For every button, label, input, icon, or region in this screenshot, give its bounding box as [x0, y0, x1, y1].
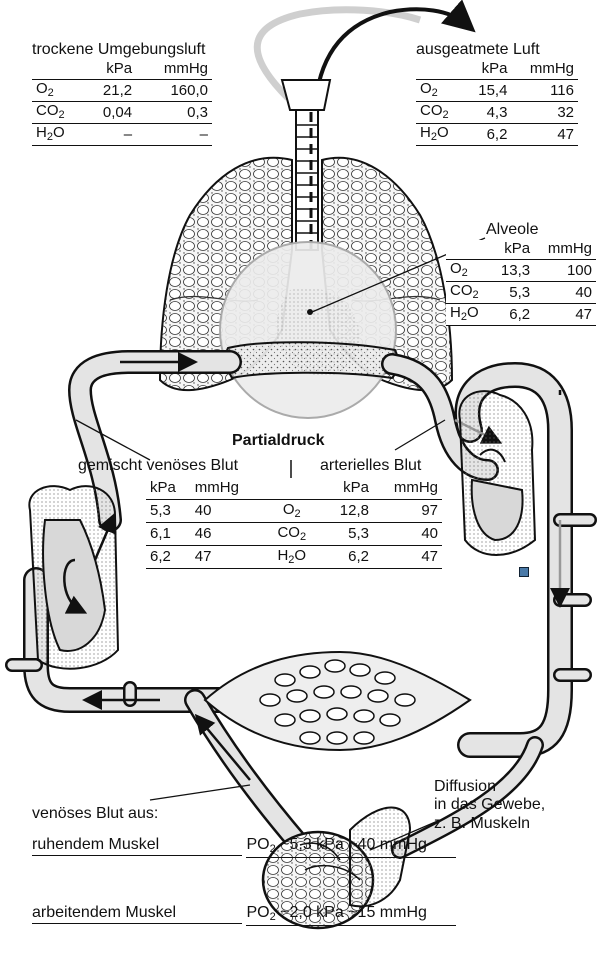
- venous-mmhg: 46: [191, 523, 260, 546]
- value-mmhg: 116: [511, 80, 578, 102]
- diffusion-line-2: in das Gewebe,: [434, 796, 545, 814]
- working-muscle-block: arbeitendem Muskel PO2 ~2,0 kPa ~15 mmHg: [32, 901, 456, 926]
- gas-co2: CO2: [446, 282, 490, 304]
- diffusion-line-1: Diffusion: [434, 778, 545, 796]
- value-kpa: 15,4: [464, 80, 511, 102]
- venous-blood-title: gemischt venöses Blut: [78, 458, 238, 474]
- gas-co2: CO2: [416, 102, 464, 124]
- unit-kpa: kPa: [324, 478, 373, 500]
- value-kpa: 6,2: [464, 124, 511, 146]
- gas-co2: CO2: [260, 523, 324, 546]
- alveole-title: Alveole: [446, 222, 596, 238]
- arterial-kpa: 12,8: [324, 500, 373, 523]
- diffusion-line-3: z. B. Muskeln: [434, 815, 545, 833]
- arterial-mmhg: 47: [373, 546, 442, 569]
- venous-mmhg: 47: [191, 546, 260, 569]
- muscle-intro: venöses Blut aus:: [32, 806, 158, 822]
- alveole-table: kPa mmHg O2 13,3 100 CO2 5,3 40 H2O 6,2 …: [446, 240, 596, 326]
- unit-mmhg: mmHg: [191, 478, 260, 500]
- working-muscle-label: arbeitendem Muskel: [32, 905, 242, 924]
- tissue-capillary-network: [205, 652, 470, 750]
- value-mmhg: –: [136, 124, 212, 146]
- venous-kpa: 5,3: [146, 500, 191, 523]
- gas-o2: O2: [446, 260, 490, 282]
- value-kpa: 21,2: [82, 80, 136, 102]
- value-kpa: 6,2: [490, 304, 534, 326]
- unit-kpa: kPa: [146, 478, 191, 500]
- value-mmhg: 32: [511, 102, 578, 124]
- resting-muscle-block: ruhendem Muskel PO2 ~5,3 kPa ~40 mmHg: [32, 833, 456, 858]
- exhaled-air-block: ausgeatmete Luft kPa mmHg O2 15,4 116 CO…: [416, 42, 578, 146]
- venous-kpa: 6,2: [146, 546, 191, 569]
- unit-kpa: kPa: [490, 240, 534, 260]
- gas-co2: CO2: [32, 102, 82, 124]
- value-mmhg: 160,0: [136, 80, 212, 102]
- venous-kpa: 6,1: [146, 523, 191, 546]
- value-mmhg: 47: [511, 124, 578, 146]
- value-kpa: 4,3: [464, 102, 511, 124]
- unit-kpa: kPa: [82, 60, 136, 80]
- value-kpa: 5,3: [490, 282, 534, 304]
- left-heart: [459, 391, 535, 555]
- resting-muscle-label: ruhendem Muskel: [32, 837, 242, 856]
- value-kpa: –: [82, 124, 136, 146]
- arterial-blood-title: arterielles Blut: [320, 458, 421, 474]
- venous-mmhg: 40: [191, 500, 260, 523]
- diffusion-label: Diffusion in das Gewebe, z. B. Muskeln: [434, 778, 545, 833]
- value-kpa: 0,04: [82, 102, 136, 124]
- alveolus: [220, 242, 396, 418]
- ambient-air-block: trockene Umgebungsluft kPa mmHg O2 21,2 …: [32, 42, 212, 146]
- partial-pressure-table: kPa mmHg kPa mmHg 5,3 40 O2 12,8 97 6,1 …: [146, 478, 442, 569]
- unit-mmhg: mmHg: [373, 478, 442, 500]
- alveole-block: Alveole kPa mmHg O2 13,3 100 CO2 5,3 40 …: [446, 222, 596, 326]
- inhalation-airflow: [257, 10, 420, 98]
- gas-h2o: H2O: [32, 124, 82, 146]
- exhaled-air-table: kPa mmHg O2 15,4 116 CO2 4,3 32 H2O 6,2 …: [416, 60, 578, 146]
- value-kpa: 13,3: [490, 260, 534, 282]
- arterial-mmhg: 97: [373, 500, 442, 523]
- blue-marker-icon: [519, 567, 529, 577]
- gas-o2: O2: [416, 80, 464, 102]
- gas-h2o: H2O: [416, 124, 464, 146]
- value-mmhg: 47: [534, 304, 596, 326]
- value-mmhg: 100: [534, 260, 596, 282]
- ambient-air-table: kPa mmHg O2 21,2 160,0 CO2 0,04 0,3 H2O …: [32, 60, 212, 146]
- gas-o2: O2: [260, 500, 324, 523]
- unit-mmhg: mmHg: [534, 240, 596, 260]
- pulmonary-capillary: [226, 342, 398, 378]
- unit-mmhg: mmHg: [511, 60, 578, 80]
- partial-title: Partialdruck: [232, 433, 324, 449]
- arterial-kpa: 6,2: [324, 546, 373, 569]
- arterial-kpa: 5,3: [324, 523, 373, 546]
- gas-o2: O2: [32, 80, 82, 102]
- right-heart: [29, 486, 118, 669]
- working-muscle-po2: PO2 ~2,0 kPa ~15 mmHg: [246, 905, 456, 926]
- value-mmhg: 0,3: [136, 102, 212, 124]
- unit-mmhg: mmHg: [136, 60, 212, 80]
- gas-h2o: H2O: [446, 304, 490, 326]
- exhaled-air-title: ausgeatmete Luft: [416, 42, 578, 58]
- ambient-air-title: trockene Umgebungsluft: [32, 42, 212, 58]
- gas-h2o: H2O: [260, 546, 324, 569]
- unit-kpa: kPa: [464, 60, 511, 80]
- resting-muscle-po2: PO2 ~5,3 kPa ~40 mmHg: [246, 837, 456, 858]
- arterial-mmhg: 40: [373, 523, 442, 546]
- value-mmhg: 40: [534, 282, 596, 304]
